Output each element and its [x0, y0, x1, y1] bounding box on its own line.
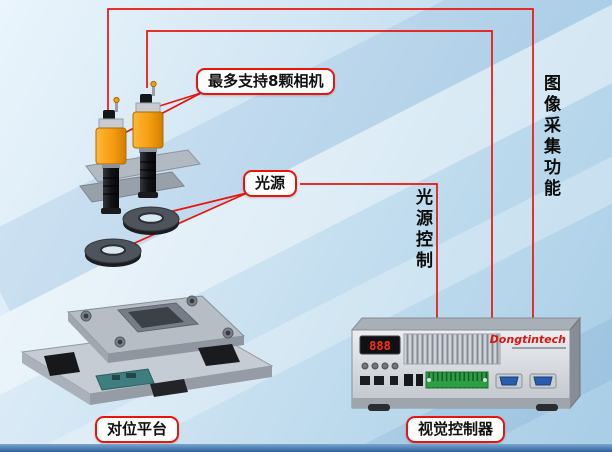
stage-motor-right — [198, 344, 240, 366]
alignment-stage — [20, 295, 274, 405]
controller-buttons — [361, 362, 399, 370]
terminal-block — [425, 371, 489, 389]
usb-port — [390, 376, 398, 385]
led-display — [359, 335, 401, 355]
io-connector — [416, 374, 423, 386]
ring-light-upper — [122, 206, 180, 236]
platform-label: 对位平台 — [95, 416, 180, 443]
usb-port — [374, 376, 384, 385]
light-callout-label: 光源 — [243, 170, 298, 197]
light-control-line — [300, 183, 438, 331]
light-pointer-line-1 — [164, 192, 248, 214]
light-control-annotation: 光源控制 — [412, 188, 432, 272]
io-connector — [404, 374, 413, 386]
vent-slots — [403, 333, 501, 365]
stage-pcb — [95, 368, 155, 391]
usb-port — [360, 376, 370, 385]
dsub-port-1 — [495, 373, 523, 389]
led-display-digits: 888 — [369, 339, 391, 353]
stage-motor-front — [150, 379, 188, 397]
cameras-callout-label: 最多支持8颗相机 — [196, 68, 336, 95]
controller-foot — [536, 404, 558, 411]
stage-motor-left — [44, 352, 80, 376]
camera1-to-controller-line — [107, 8, 534, 331]
connection-lines — [107, 8, 534, 331]
light-pointer-line-2 — [127, 192, 248, 247]
controller-brand: Dongtintech — [490, 333, 566, 346]
vision-controller: 888 Dongtintech — [350, 316, 582, 411]
controller-label: 视觉控制器 — [406, 416, 506, 443]
controller-subtext-bar — [512, 347, 566, 349]
bottom-edge-band — [0, 444, 612, 452]
image-capture-annotation: 图像采集功能 — [540, 74, 560, 200]
controller-foot — [368, 404, 390, 411]
dsub-port-2 — [529, 373, 557, 389]
ring-light-lower — [84, 238, 142, 268]
camera2-to-controller-line — [146, 30, 493, 331]
